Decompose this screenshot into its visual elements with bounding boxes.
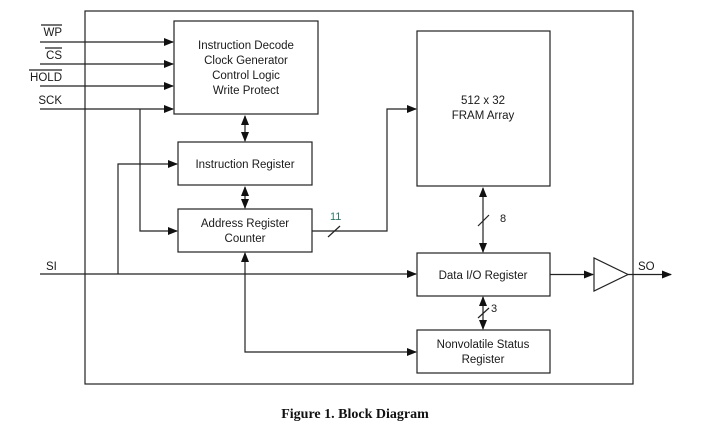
address-register-line-2: Counter: [225, 233, 266, 245]
status-register-block: Nonvolatile Status Register: [416, 329, 551, 374]
wire-sck-to-address: [139, 109, 178, 235]
control-line-2: Clock Generator: [204, 55, 288, 67]
bus-slash-data: [477, 214, 490, 227]
bus-width-address: 11: [330, 211, 341, 223]
fram-array-block: 512 x 32 FRAM Array: [416, 30, 551, 187]
status-register-line-1: Nonvolatile Status: [437, 339, 530, 351]
pin-wp: WP: [40, 24, 174, 46]
fram-array-line-1: 512 x 32: [461, 95, 505, 107]
pin-wp-label: WP: [43, 27, 62, 39]
chip-outline: [84, 10, 634, 385]
instruction-register-block: Instruction Register: [177, 141, 313, 186]
data-io-register-label: Data I/O Register: [439, 270, 528, 282]
address-register-line-1: Address Register: [201, 218, 289, 230]
pin-sck: SCK: [38, 95, 178, 235]
bus-width-status: 3: [491, 303, 497, 315]
control-line-1: Instruction Decode: [198, 40, 294, 52]
wire-address-bus: [312, 105, 417, 232]
output-buffer-icon: [593, 257, 630, 292]
bus-width-data: 8: [500, 213, 506, 225]
control-line-4: Write Protect: [213, 85, 280, 97]
address-register-block: Address Register Counter: [177, 208, 313, 253]
instruction-register-label: Instruction Register: [195, 159, 294, 171]
bus-slash-status: [477, 307, 490, 319]
pin-hold-label: HOLD: [30, 72, 62, 84]
pin-cs: CS: [40, 47, 174, 68]
pin-si-label: SI: [46, 261, 57, 273]
bus-slash-address: [327, 225, 341, 238]
control-logic-block: Instruction Decode Clock Generator Contr…: [173, 20, 319, 115]
wire-address-status: [241, 252, 417, 356]
data-io-register-block: Data I/O Register: [416, 252, 551, 297]
wire-si-to-instruction: [117, 160, 178, 274]
pin-sck-label: SCK: [38, 95, 62, 107]
figure-caption: Figure 1. Block Diagram: [281, 407, 429, 422]
status-register-line-2: Register: [462, 354, 505, 366]
pin-hold: HOLD: [29, 69, 174, 90]
pin-cs-label: CS: [46, 50, 62, 62]
fram-array-line-2: FRAM Array: [452, 110, 515, 122]
pin-so-label: SO: [638, 261, 655, 273]
control-line-3: Control Logic: [212, 70, 280, 82]
